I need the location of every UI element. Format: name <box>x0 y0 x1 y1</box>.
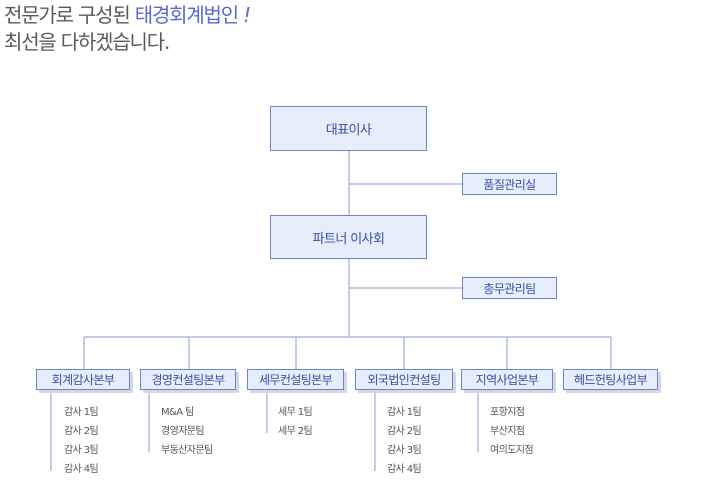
subteam-list-tax-consulting: 세무 1팀 세무 2팀 <box>278 403 313 441</box>
quality-office-label: 품질관리실 <box>483 177 536 192</box>
headline-prefix: 전문가로 구성된 <box>4 3 131 27</box>
subteam-item: 부동산자문팀 <box>161 445 213 456</box>
division-box-audit: 회계감사본부 <box>36 369 130 390</box>
subteam-item: 여의도지점 <box>490 445 534 456</box>
subteam-item: M&A 팀 <box>161 407 194 418</box>
subteam-item: 감사 3팀 <box>64 445 99 456</box>
subteam-list-foreign-corp-consulting: 감사 1팀 감사 2팀 감사 3팀 감사 4팀 <box>387 403 422 479</box>
partners-board-label: 파트너 이사회 <box>312 231 385 247</box>
subteam-item: 감사 4팀 <box>64 464 99 475</box>
division-label: 헤드헌팅사업부 <box>573 373 648 387</box>
general-affairs-label: 총무관리팀 <box>483 281 536 296</box>
headline: 전문가로 구성된 태경회계법인 ! 최선을 다하겠습니다. <box>4 2 251 56</box>
firm-name: 태경회계법인 <box>134 3 239 27</box>
subteam-list-management-consulting: M&A 팀 경영자문팀 부동산자문팀 <box>161 403 213 460</box>
subteam-item: 세무 1팀 <box>278 407 313 418</box>
subteam-item: 감사 4팀 <box>387 464 422 475</box>
division-box-regional: 지역사업본부 <box>461 369 553 390</box>
subteam-item: 세무 2팀 <box>278 426 313 437</box>
division-label: 세무컨설팅본부 <box>258 373 333 387</box>
ceo-box: 대표이사 <box>270 106 427 151</box>
general-affairs-box: 총무관리팀 <box>462 277 557 299</box>
division-label: 경영컨설팅본부 <box>151 373 225 387</box>
division-label: 회계감사본부 <box>51 373 115 387</box>
division-box-headhunting: 헤드헌팅사업부 <box>563 369 658 390</box>
subteam-item: 감사 2팀 <box>387 426 422 437</box>
division-box-tax-consulting: 세무컨설팅본부 <box>247 369 344 390</box>
division-label: 지역사업본부 <box>475 373 539 387</box>
division-box-management-consulting: 경영컨설팅본부 <box>140 369 236 390</box>
subteam-item: 감사 3팀 <box>387 445 422 456</box>
subteam-item: 감사 1팀 <box>387 407 422 418</box>
division-label: 외국법인컨설팅 <box>367 373 441 387</box>
subteam-item: 감사 1팀 <box>64 407 99 418</box>
quality-office-box: 품질관리실 <box>462 173 557 195</box>
subteam-item: 감사 2팀 <box>64 426 99 437</box>
subteam-item: 부산지점 <box>490 426 525 437</box>
ceo-label: 대표이사 <box>325 123 372 138</box>
division-box-foreign-corp-consulting: 외국법인컨설팅 <box>355 369 453 390</box>
exclamation-mark: ! <box>243 3 251 27</box>
subteam-item: 경영자문팀 <box>161 426 205 437</box>
subteam-list-regional: 포항지점 부산지점 여의도지점 <box>490 403 534 460</box>
partners-board-box: 파트너 이사회 <box>270 215 427 259</box>
subteam-list-audit: 감사 1팀 감사 2팀 감사 3팀 감사 4팀 <box>64 403 99 479</box>
headline-line-1: 전문가로 구성된 태경회계법인 ! <box>4 2 251 29</box>
subteam-item: 포항지점 <box>490 407 525 418</box>
headline-line-2: 최선을 다하겠습니다. <box>4 30 170 54</box>
